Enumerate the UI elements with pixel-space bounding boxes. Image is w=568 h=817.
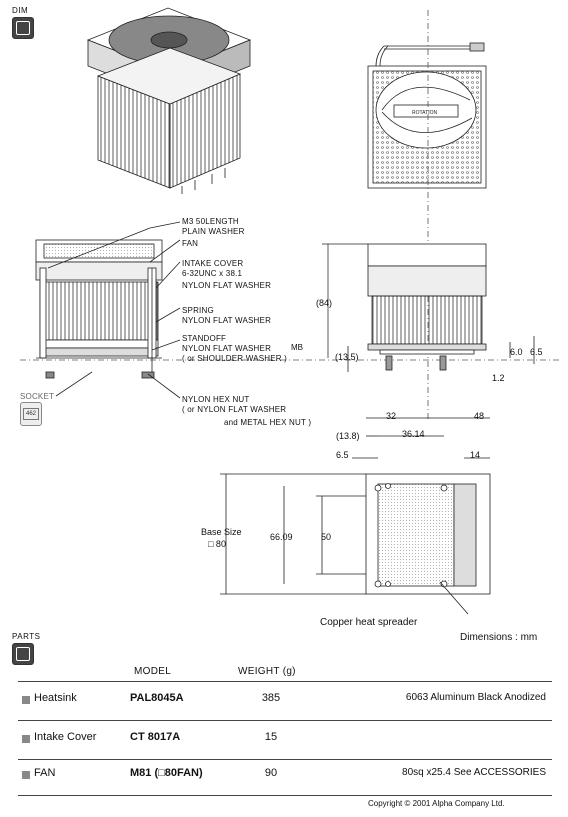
table-row: Heatsink PAL8045A 385 6063 Aluminum Blac… (18, 682, 552, 721)
dim-13-5: (13.5) (335, 352, 359, 362)
table-row: Intake Cover CT 8017A 15 (18, 721, 552, 760)
callout-intake-cover: INTAKE COVER (182, 259, 244, 268)
technical-drawing: ROTATION (20, 7, 560, 615)
dim-66-09: 66.09 (270, 532, 293, 542)
dim-32: 32 (386, 411, 397, 421)
parts-section-title: PARTS (12, 632, 41, 641)
dim-base-80: □ 80 (208, 539, 226, 549)
row-weight: 15 (264, 731, 278, 743)
callout-plain-washer: PLAIN WASHER (182, 227, 245, 236)
row-bullet-icon (22, 735, 30, 743)
row-bullet-icon (22, 696, 30, 704)
header-weight: WEIGHT (g) (238, 666, 296, 677)
socket-value: 462 (23, 408, 39, 420)
top-view (367, 42, 487, 189)
row-desc: 6063 Aluminum Black Anodized (405, 692, 546, 703)
dim-icon (12, 17, 34, 39)
table-top-rule (18, 681, 552, 682)
row-weight: 90 (264, 767, 278, 779)
callout-standoff: STANDOFF (182, 334, 227, 343)
header-model: MODEL (134, 666, 172, 677)
callout-m3: M3 50LENGTH (182, 217, 239, 226)
bottom-view (365, 473, 491, 595)
row-desc: 80sq x25.4 See ACCESSORIES (402, 767, 546, 778)
dim-36-14: 36.14 (402, 429, 425, 439)
dim-6-0: 6.0 (510, 347, 523, 357)
dim-84: (84) (316, 298, 333, 308)
row-bullet-icon (22, 771, 30, 779)
dim-14: 14 (470, 450, 481, 460)
dim-6-5: 6.5 (336, 450, 349, 460)
dim-48: 48 (474, 411, 485, 421)
front-view (367, 243, 487, 371)
socket-label: SOCKET (20, 392, 55, 401)
callout-fan: FAN (182, 239, 199, 248)
dim-section-title: DIM (12, 6, 29, 15)
dim-mb: MB (291, 343, 303, 352)
units-note: Dimensions : mm (460, 632, 538, 643)
callout-unc: 6-32UNC x 38.1 (182, 269, 243, 278)
callout-nylon-flat-3: NYLON FLAT WASHER (182, 344, 272, 353)
callout-spring: SPRING (182, 306, 214, 315)
row-model: M81 (□80FAN) (130, 767, 203, 779)
callout-hex-nut-alt2: and METAL HEX NUT ) (224, 418, 312, 427)
copper-heat-spreader-label: Copper heat spreader (320, 617, 418, 628)
dim-50: 50 (321, 532, 332, 542)
row-name: Intake Cover (34, 731, 97, 743)
row-name: FAN (34, 767, 56, 779)
rotation-label: ROTATION (412, 110, 437, 116)
side-section-view (35, 239, 163, 379)
callout-shoulder: ( or SHOULDER WASHER ) (182, 354, 288, 363)
isometric-view (86, 7, 252, 194)
dim-6-5-right: 6.5 (530, 347, 543, 357)
dim-base-size: Base Size (201, 527, 242, 537)
table-row: FAN M81 (□80FAN) 90 80sq x25.4 See ACCES… (18, 757, 552, 796)
row-model: PAL8045A (130, 692, 184, 704)
copyright: Copyright © 2001 Alpha Company Ltd. (368, 799, 505, 808)
dim-1-2: 1.2 (492, 373, 505, 383)
parts-icon (12, 643, 34, 665)
row-model: CT 8017A (130, 731, 181, 743)
row-weight: 385 (261, 692, 281, 704)
callout-hex-nut: NYLON HEX NUT (182, 395, 250, 404)
callout-hex-nut-alt: ( or NYLON FLAT WASHER (182, 405, 287, 414)
socket-icon: 462 (20, 402, 42, 426)
row-name: Heatsink (34, 692, 77, 704)
callout-nylon-flat-2: NYLON FLAT WASHER (182, 316, 272, 325)
callout-nylon-flat-1: NYLON FLAT WASHER (182, 281, 272, 290)
dim-13-8: (13.8) (336, 431, 360, 441)
